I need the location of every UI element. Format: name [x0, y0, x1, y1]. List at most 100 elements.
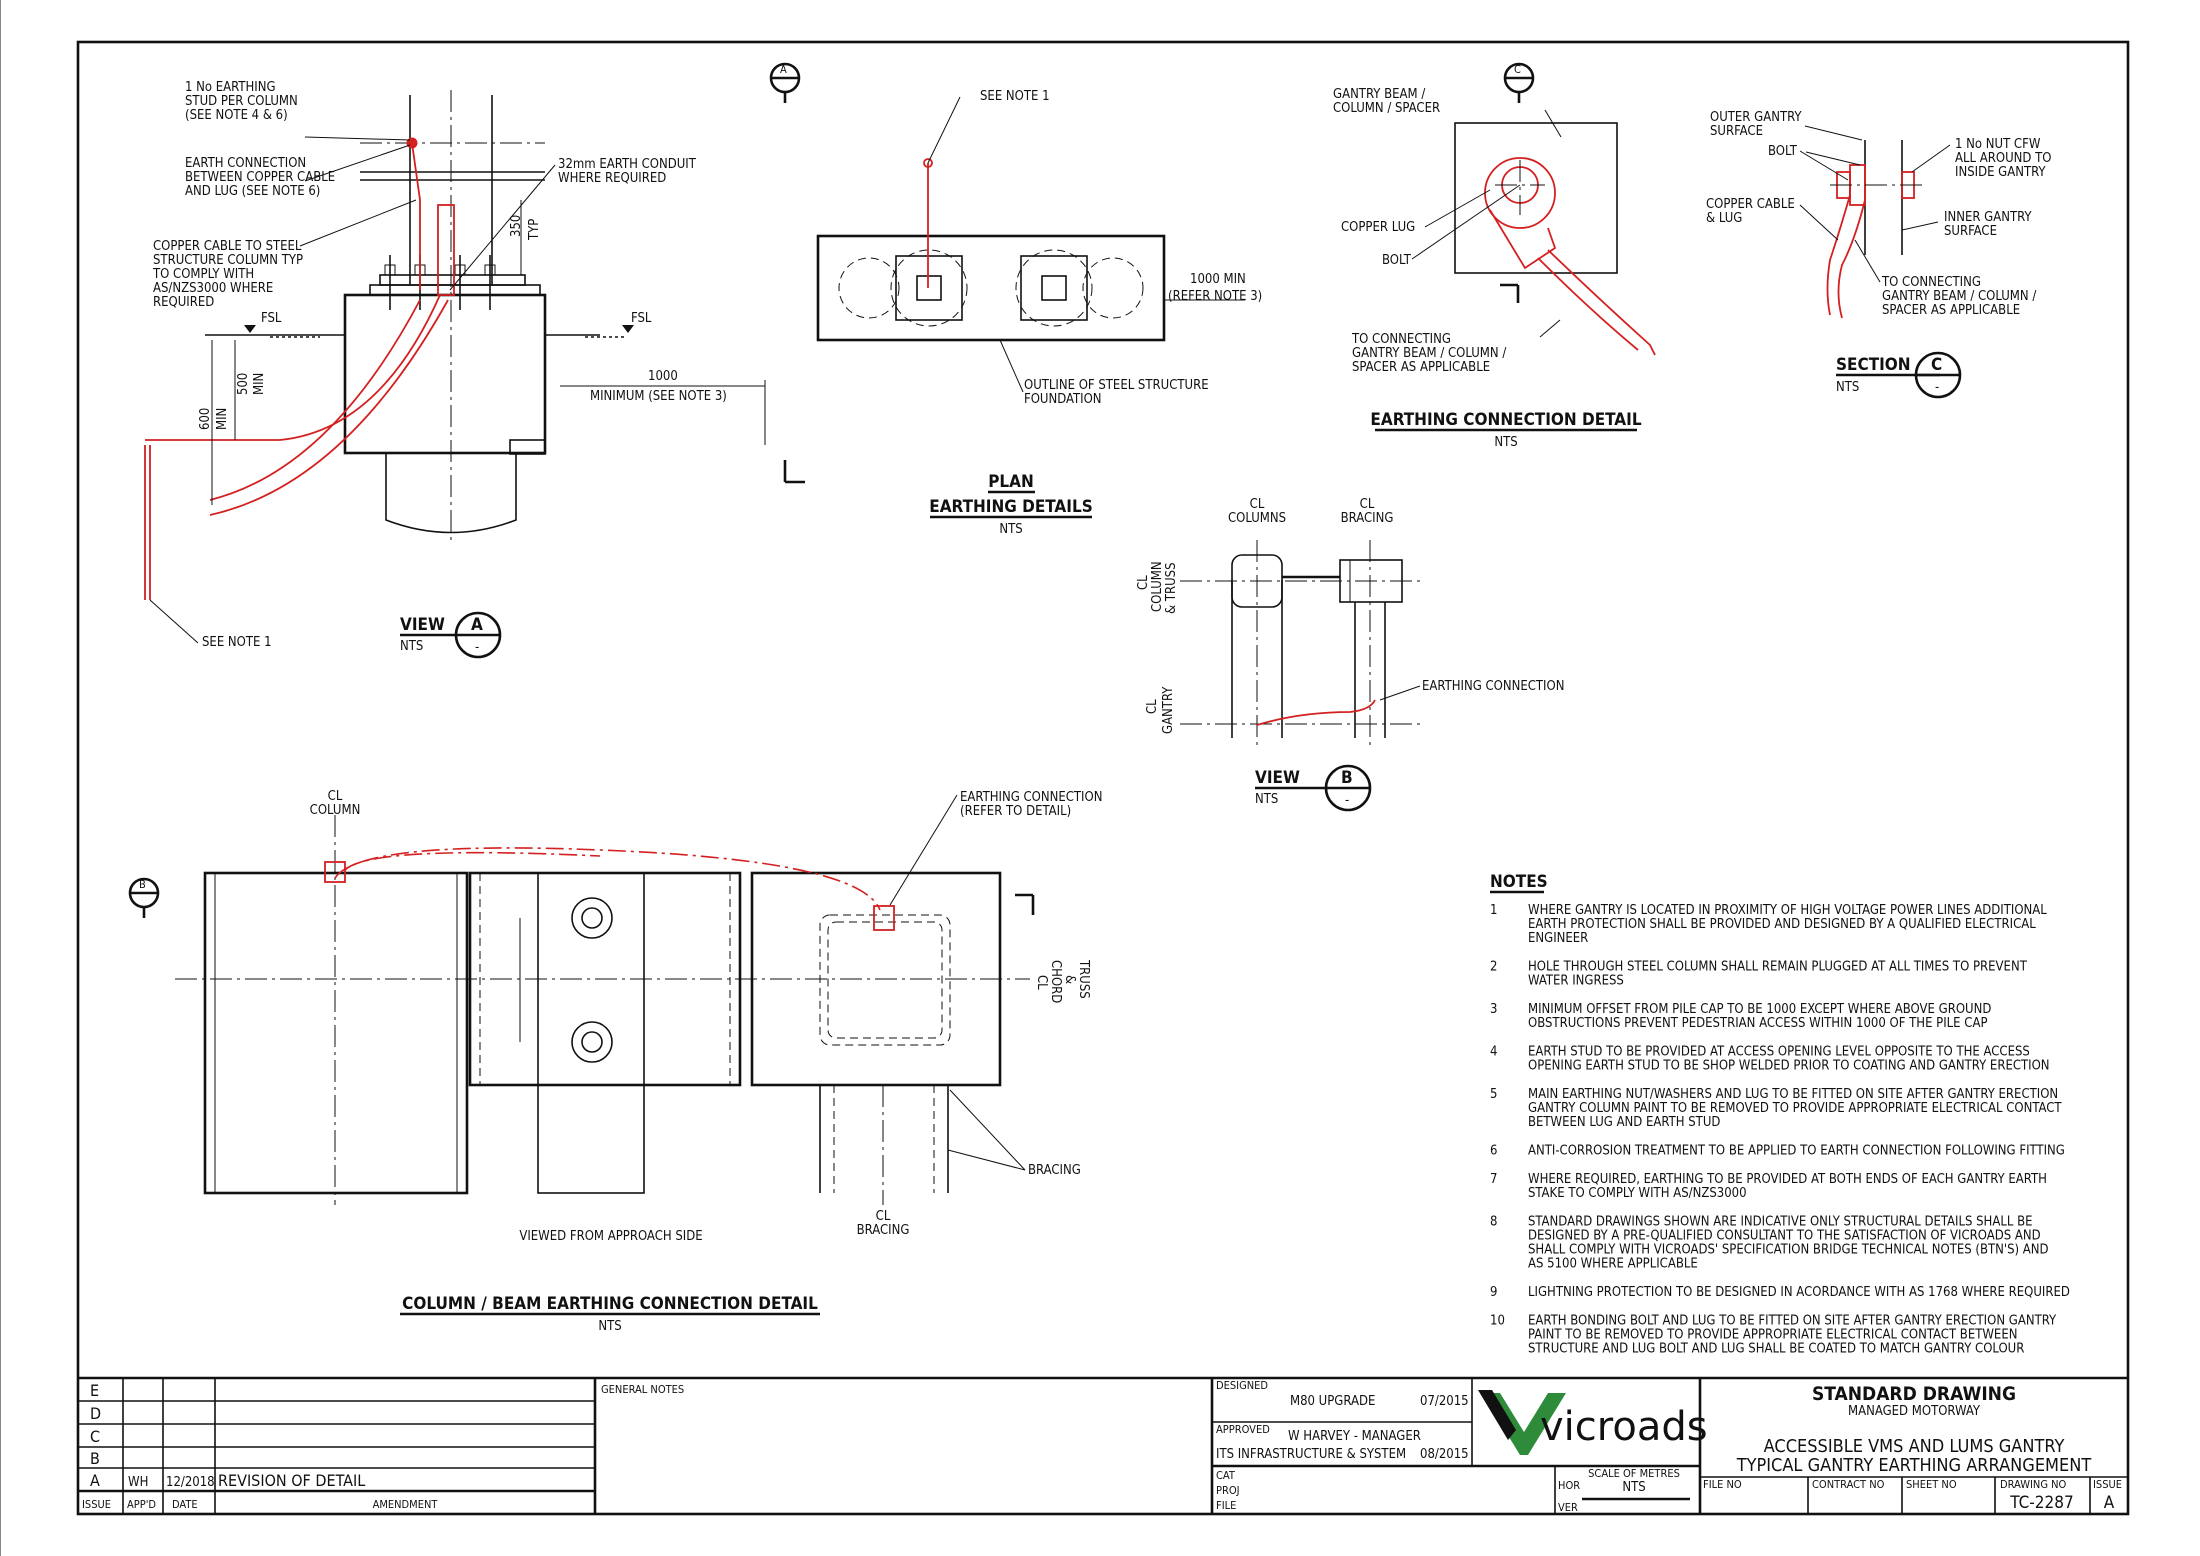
column-beam-section-mark-b: B: [128, 877, 160, 918]
sheet-border: [76, 40, 2130, 1516]
view-a-label: VIEW NTS A -: [400, 611, 502, 659]
note-line: STANDARD DRAWINGS SHOWN ARE INDICATIVE O…: [1528, 1215, 2033, 1230]
view-b-cl-col-1: CL: [1136, 575, 1151, 590]
rev-date: 12/2018: [166, 1475, 215, 1490]
detail-to-3: SPACER AS APPLICABLE: [1352, 360, 1490, 375]
detail-label-1: GANTRY BEAM /: [1333, 87, 1425, 102]
drawing-title-1: ACCESSIBLE VMS AND LUMS GANTRY: [1764, 1436, 2065, 1457]
column-beam-cl: CL: [328, 789, 343, 804]
hor-label: HOR: [1558, 1479, 1580, 1492]
ver-label: VER: [1558, 1501, 1578, 1514]
approved-org: ITS INFRASTRUCTURE & SYSTEM: [1216, 1447, 1406, 1462]
plan-drawing: A: [769, 62, 1245, 484]
note-number: 5: [1490, 1087, 1497, 1102]
view-b-scale: NTS: [1255, 792, 1278, 807]
approved-date: 08/2015: [1420, 1447, 1469, 1462]
approved-label: APPROVED: [1216, 1423, 1270, 1436]
note-line: SHALL COMPLY WITH VICROADS' SPECIFICATIO…: [1528, 1243, 2049, 1258]
earthing-detail-scale: NTS: [1494, 435, 1517, 450]
section-c-scale: NTS: [1836, 380, 1859, 395]
column-beam-cl-bracing: BRACING: [857, 1223, 910, 1238]
drawing-no-label: DRAWING NO: [2000, 1478, 2067, 1491]
plan-see-note-1: SEE NOTE 1: [980, 89, 1050, 104]
callout-cable-2: STRUCTURE COLUMN TYP: [153, 253, 303, 268]
callout-cable-5: REQUIRED: [153, 295, 214, 310]
column-beam-earth-2: (REFER TO DETAIL): [960, 804, 1071, 819]
notes-heading: NOTES: [1490, 872, 1548, 892]
view-b-cl-1: CL: [1250, 497, 1265, 512]
plan-dim-1000-min: 1000 MIN: [1190, 272, 1246, 287]
callout-conduit-2: WHERE REQUIRED: [558, 171, 666, 186]
view-b-cl-gantry-1: CL: [1145, 699, 1160, 714]
detail-copper-lug: COPPER LUG: [1341, 220, 1415, 235]
column-beam-scale: NTS: [598, 1319, 621, 1334]
note-line: WHERE GANTRY IS LOCATED IN PROXIMITY OF …: [1528, 903, 2047, 918]
note-line: STRUCTURE AND LUG BOLT AND LUG SHALL BE …: [1528, 1342, 2024, 1357]
section-c-cable-1: COPPER CABLE: [1706, 197, 1795, 212]
section-c-nut-3: INSIDE GANTRY: [1955, 165, 2046, 180]
note-line: AS 5100 WHERE APPLICABLE: [1528, 1257, 1698, 1272]
sheet-no-label: SHEET NO: [1906, 1478, 1957, 1491]
note-line: PAINT TO BE REMOVED TO PROVIDE APPROPRIA…: [1528, 1328, 2017, 1343]
svg-text:-: -: [1935, 380, 1939, 395]
note-number: 3: [1490, 1002, 1497, 1017]
column-beam-title: COLUMN / BEAM EARTHING CONNECTION DETAIL…: [400, 1294, 820, 1334]
view-a-drawing: [144, 90, 766, 600]
rev-issue: E: [90, 1381, 99, 1400]
column-beam-chord-4: TRUSS: [1076, 959, 1091, 999]
designed-label: DESIGNED: [1216, 1379, 1268, 1392]
callout-cable-3: TO COMPLY WITH: [152, 267, 254, 282]
issue-label: ISSUE: [2093, 1478, 2122, 1491]
note-line: EARTH PROTECTION SHALL BE PROVIDED AND D…: [1528, 917, 2036, 932]
rev-header-appd: APP'D: [127, 1498, 156, 1511]
plan-subtitle: EARTHING DETAILS: [929, 497, 1092, 517]
plan-outline-1: OUTLINE OF STEEL STRUCTURE: [1024, 378, 1209, 393]
section-c-cable-2: & LUG: [1706, 211, 1742, 226]
designed-date: 07/2015: [1420, 1394, 1469, 1409]
note-line: WATER INGRESS: [1528, 974, 1624, 989]
rev-issue: C: [90, 1427, 100, 1446]
callout-stud-1: 1 No EARTHING: [185, 80, 276, 95]
earthing-detail-title-text: EARTHING CONNECTION DETAIL: [1370, 410, 1641, 430]
rev-issue: B: [90, 1449, 100, 1468]
section-c-to-2: GANTRY BEAM / COLUMN /: [1882, 289, 2036, 304]
section-c-inner-1: INNER GANTRY: [1944, 210, 2032, 225]
callout-earth-3: AND LUG (SEE NOTE 6): [185, 184, 320, 199]
note-line: MINIMUM OFFSET FROM PILE CAP TO BE 1000 …: [1528, 1002, 1991, 1017]
plan-dim-refer-note: (REFER NOTE 3): [1168, 289, 1262, 304]
rev-header-date: DATE: [172, 1498, 198, 1511]
rev-issue: D: [90, 1404, 101, 1423]
svg-text:-: -: [1345, 793, 1349, 808]
dim-1000: 1000: [648, 369, 678, 384]
detail-section-mark-c-text: C: [1514, 63, 1521, 76]
note-line: HOLE THROUGH STEEL COLUMN SHALL REMAIN P…: [1528, 960, 2028, 975]
contract-no-label: CONTRACT NO: [1812, 1478, 1885, 1491]
rev-appd: WH: [128, 1475, 148, 1490]
rev-header-amendment: AMENDMENT: [373, 1498, 439, 1511]
note-line: EARTH STUD TO BE PROVIDED AT ACCESS OPEN…: [1528, 1045, 2030, 1060]
column-beam-title-text: COLUMN / BEAM EARTHING CONNECTION DETAIL: [402, 1294, 818, 1314]
rev-issue: A: [90, 1471, 100, 1490]
note-line: ENGINEER: [1528, 931, 1588, 946]
column-beam-section-mark-b-text: B: [139, 878, 146, 891]
section-c-bolt: BOLT: [1768, 144, 1798, 159]
view-b-bracing: BRACING: [1341, 511, 1394, 526]
dim-600: 600: [198, 408, 213, 430]
view-b-earthing: EARTHING CONNECTION: [1422, 679, 1564, 694]
cat-label: CAT: [1216, 1469, 1236, 1482]
note-line: WHERE REQUIRED, EARTHING TO BE PROVIDED …: [1528, 1172, 2047, 1187]
view-b-cl-col-3: & TRUSS: [1164, 562, 1179, 614]
view-a-mark: A: [471, 615, 483, 635]
dim-600-min: MIN: [215, 408, 230, 430]
detail-to-1: TO CONNECTING: [1351, 332, 1451, 347]
view-b-drawing: [1180, 540, 1421, 745]
section-c-label: SECTION NTS C -: [1836, 351, 1962, 399]
callout-earth-2: BETWEEN COPPER CABLE: [185, 170, 335, 185]
note-number: 7: [1490, 1172, 1497, 1187]
note-number: 6: [1490, 1144, 1497, 1159]
note-number: 2: [1490, 960, 1497, 975]
note-line: ANTI-CORROSION TREATMENT TO BE APPLIED T…: [1528, 1144, 2065, 1159]
